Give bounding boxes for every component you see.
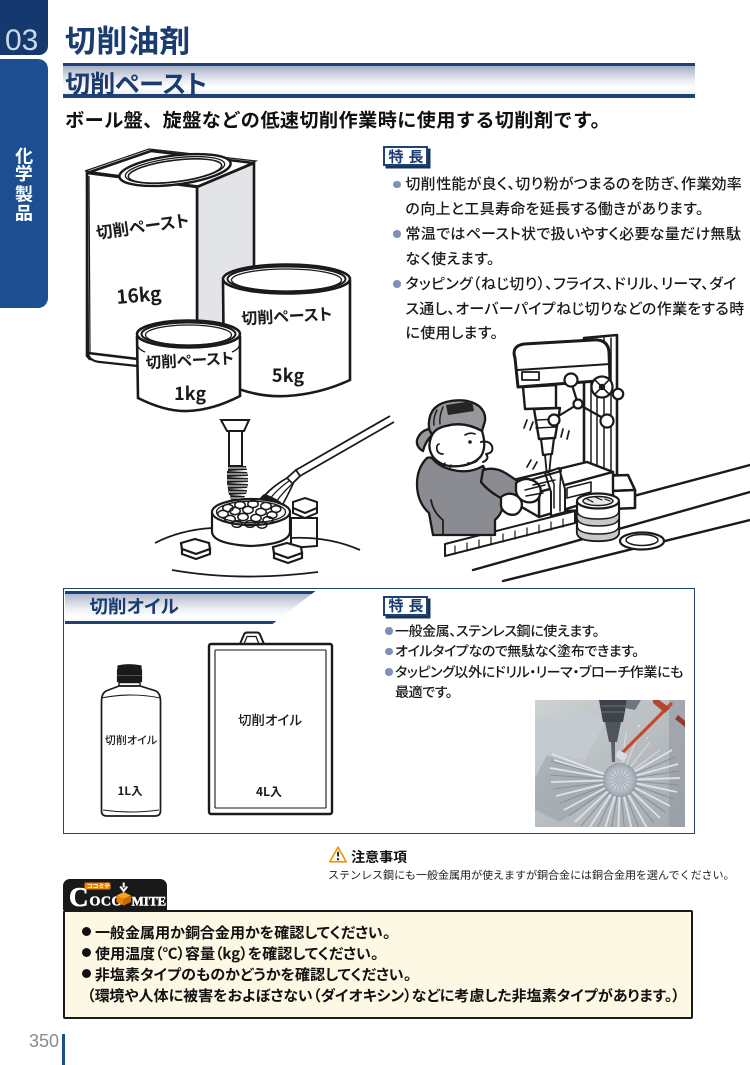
svg-text:OCO: OCO [90,895,123,910]
svg-text:切削オイル: 切削オイル [105,732,157,748]
svg-text:C: C [69,882,89,910]
svg-text:ココミテ: ココミテ [87,881,110,890]
svg-text:4L入: 4L入 [256,783,282,800]
svg-text:1L入: 1L入 [118,783,143,799]
svg-text:切削ペースト: 切削ペースト [145,347,234,374]
svg-text:切削ペースト: 切削ペースト [241,301,333,330]
svg-text:5kg: 5kg [272,362,304,388]
svg-text:16kg: 16kg [115,279,162,310]
svg-text:MITE: MITE [132,894,167,909]
svg-text:切削オイル: 切削オイル [238,709,302,729]
svg-text:1kg: 1kg [174,380,206,406]
